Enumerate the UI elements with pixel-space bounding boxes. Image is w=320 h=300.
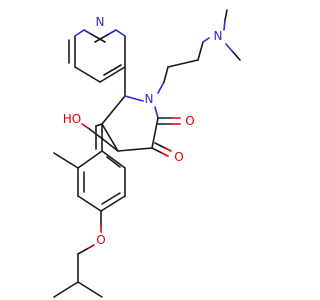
bond [90, 33, 106, 43]
bond [77, 248, 88, 255]
bond [106, 156, 121, 168]
ketone-oxygen-label-2: O [174, 150, 183, 164]
ether-oxygen-label: O [96, 233, 105, 247]
bond [86, 244, 95, 250]
bond [83, 29, 92, 35]
bond [232, 51, 241, 61]
bond [202, 37, 210, 43]
ring-nitrogen-label: N [145, 92, 154, 106]
pyridine-ring [68, 29, 126, 83]
bond [115, 29, 126, 37]
isobutyl-chain [53, 244, 103, 298]
bond [108, 29, 117, 35]
bond [224, 9, 228, 21]
bond [197, 41, 204, 61]
pyridine-nitrogen-label: N [96, 15, 105, 29]
bond [74, 29, 85, 37]
dimethylamino-nitrogen-label: N [214, 29, 223, 43]
bond [117, 147, 153, 152]
bond [94, 33, 110, 43]
bond [163, 66, 169, 83]
dimethylaminopropyl-chain [157, 9, 241, 94]
bond [164, 147, 172, 152]
bond [99, 66, 126, 83]
bond [101, 123, 119, 152]
bond [95, 123, 103, 127]
bond [151, 147, 163, 154]
hydroxyl-label: HO [63, 112, 81, 126]
pyrrolidine-ring [101, 95, 159, 152]
bond [103, 64, 122, 76]
bond [223, 19, 226, 31]
bond [77, 281, 103, 298]
bond [101, 95, 126, 125]
bond [101, 192, 121, 205]
chemical-structure-diagram: N N O O HO N [53, 9, 241, 298]
bond [101, 150, 126, 169]
bond [77, 195, 102, 212]
bond [124, 95, 144, 102]
bond [154, 106, 159, 119]
bond [157, 81, 165, 94]
bond [100, 195, 126, 212]
bond [161, 152, 169, 157]
benzene-ring [77, 150, 126, 212]
bond [99, 136, 119, 152]
bond [74, 66, 101, 83]
bond [77, 150, 103, 169]
bond [53, 281, 79, 298]
bond [151, 117, 159, 149]
bond [154, 142, 166, 149]
bond [87, 127, 101, 138]
bond [53, 152, 79, 169]
bond [225, 43, 234, 53]
bond [167, 59, 199, 68]
ketone-oxygen-label: O [185, 114, 194, 128]
bond [81, 123, 89, 129]
